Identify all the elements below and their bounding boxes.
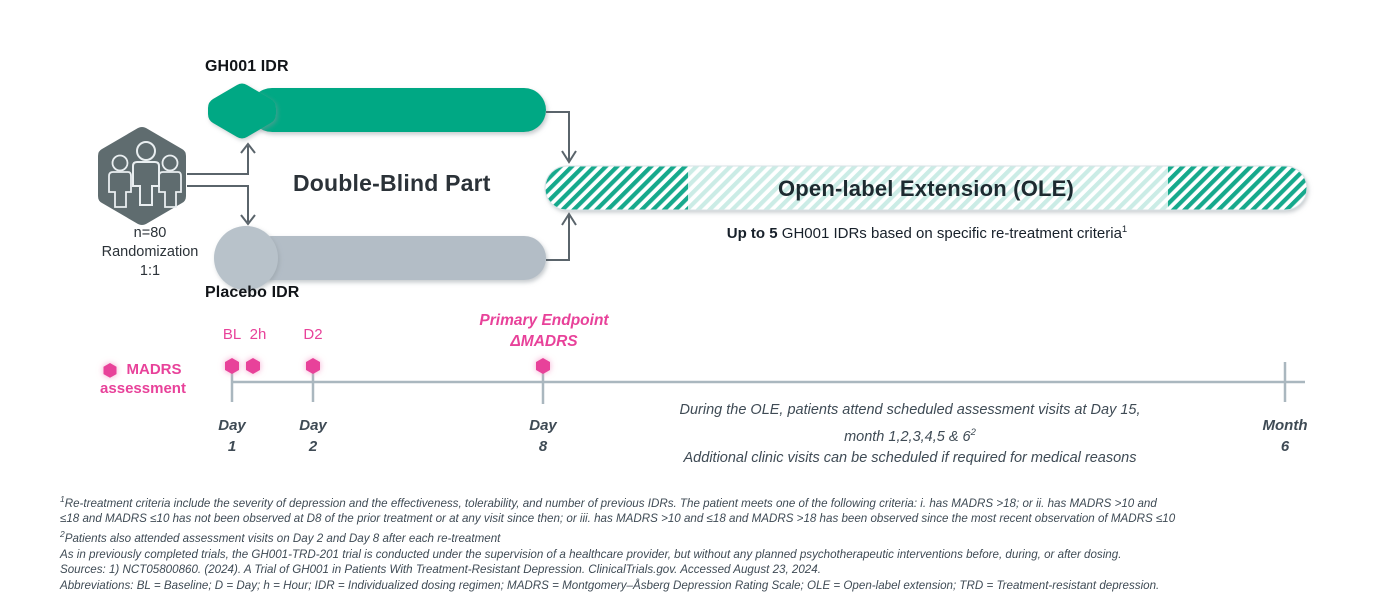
- footnote-1-marker: 1: [60, 494, 65, 504]
- placebo-idr-circle: [214, 226, 278, 290]
- madrs-dot-bl: [225, 358, 239, 374]
- ole-connectors: [546, 111, 570, 261]
- person-right-icon: [158, 154, 182, 208]
- footnote-1-text-line1: Re-treatment criteria include the severi…: [64, 496, 1157, 510]
- axis-label-month6-line2: 6: [1280, 438, 1290, 455]
- ole-subtitle-rest: GH001 IDRs based on specific re-treatmen…: [777, 225, 1122, 242]
- axis-label-day8-line1: Day: [529, 417, 557, 434]
- gh001-arm-bar: [250, 88, 546, 132]
- assessment-timeline: [103, 358, 1305, 404]
- madrs-dot-d2: [306, 358, 320, 374]
- marker-tag-2h: 2h: [249, 326, 267, 343]
- randomization-connectors: [187, 146, 249, 222]
- ole-visit-note: During the OLE, patients attend schedule…: [600, 400, 1220, 469]
- footnote-note-line: As in previously completed trials, the G…: [60, 547, 1122, 561]
- footnote-abbreviations-line: Abbreviations: BL = Baseline; D = Day; h…: [60, 578, 1160, 592]
- randomization-caption: n=80 Randomization 1:1: [86, 224, 214, 281]
- madrs-dot-day8: [536, 358, 550, 374]
- madrs-legend-line1: MADRS: [126, 361, 182, 378]
- footnote-2-line: 2Patients also attended assessment visit…: [60, 527, 1380, 546]
- axis-label-day2: Day 2: [277, 415, 349, 457]
- placebo-arm-label: Placebo IDR: [205, 284, 300, 301]
- primary-endpoint-line2: ΔMADRS: [510, 333, 578, 350]
- randomization-ratio: 1:1: [139, 263, 161, 279]
- double-blind-part-title: Double-Blind Part: [293, 170, 491, 196]
- arrowheads-converge: [561, 150, 577, 226]
- person-center-icon: [132, 141, 160, 206]
- madrs-dot-2h: [246, 358, 260, 374]
- footnote-1-line2: ≤18 and MADRS ≤10 has not been observed …: [60, 512, 1176, 526]
- ole-subtitle: Up to 5 GH001 IDRs based on specific re-…: [682, 224, 1172, 242]
- footnotes-block: 1Re-treatment criteria include the sever…: [60, 492, 1380, 593]
- primary-endpoint-label: Primary Endpoint ΔMADRS: [448, 310, 640, 352]
- madrs-legend-line2: assessment: [100, 380, 186, 397]
- madrs-legend-dot-icon: [103, 363, 117, 378]
- ole-title: Open-label Extension (OLE): [777, 176, 1075, 201]
- randomization-word: Randomization: [101, 244, 199, 260]
- ole-visit-note-footnote-ref: 2: [970, 426, 976, 438]
- footnote-2-marker: 2: [60, 529, 65, 540]
- randomization-icon: [98, 127, 186, 225]
- footnote-1-line1: 1Re-treatment criteria include the sever…: [60, 492, 1380, 511]
- axis-label-month6: Month 6: [1249, 415, 1321, 457]
- axis-label-month6-line1: Month: [1262, 417, 1308, 434]
- madrs-assessment-dots: [225, 358, 550, 374]
- ole-visit-note-line3: Additional clinic visits can be schedule…: [683, 449, 1137, 466]
- axis-label-day2-line2: 2: [308, 438, 318, 455]
- axis-label-day8-line2: 8: [538, 438, 548, 455]
- axis-label-day1-line1: Day: [218, 417, 246, 434]
- ole-bar: [544, 165, 1308, 211]
- madrs-legend: MADRS assessment: [68, 360, 218, 398]
- ole-subtitle-bold: Up to 5: [726, 225, 778, 242]
- arrowheads-split: [240, 142, 256, 226]
- marker-tag-d2: D2: [303, 326, 323, 343]
- randomization-n: n=80: [133, 225, 167, 241]
- gh001-arm-label: GH001 IDR: [205, 58, 289, 75]
- footnote-2-text: Patients also attended assessment visits…: [64, 531, 501, 545]
- ole-visit-note-line2: month 1,2,3,4,5 & 62: [600, 422, 1220, 448]
- axis-label-day1: Day 1: [196, 415, 268, 457]
- primary-endpoint-line1: Primary Endpoint: [479, 312, 609, 329]
- ole-subtitle-footnote-ref: 1: [1121, 224, 1128, 235]
- ole-visit-note-line2-text: month 1,2,3,4,5 & 6: [844, 428, 971, 445]
- person-left-icon: [108, 154, 132, 208]
- footnote-sources-line: Sources: 1) NCT05800860. (2024). A Trial…: [60, 563, 821, 577]
- axis-label-day8: Day 8: [507, 415, 579, 457]
- marker-tag-bl: BL: [222, 326, 242, 343]
- ole-visit-note-line1: During the OLE, patients attend schedule…: [679, 402, 1141, 418]
- axis-label-day1-line2: 1: [227, 438, 237, 455]
- gh001-idr-hexagon: [208, 83, 276, 139]
- axis-label-day2-line1: Day: [299, 417, 327, 434]
- study-schematic: [98, 83, 1308, 290]
- placebo-arm-bar: [250, 236, 546, 280]
